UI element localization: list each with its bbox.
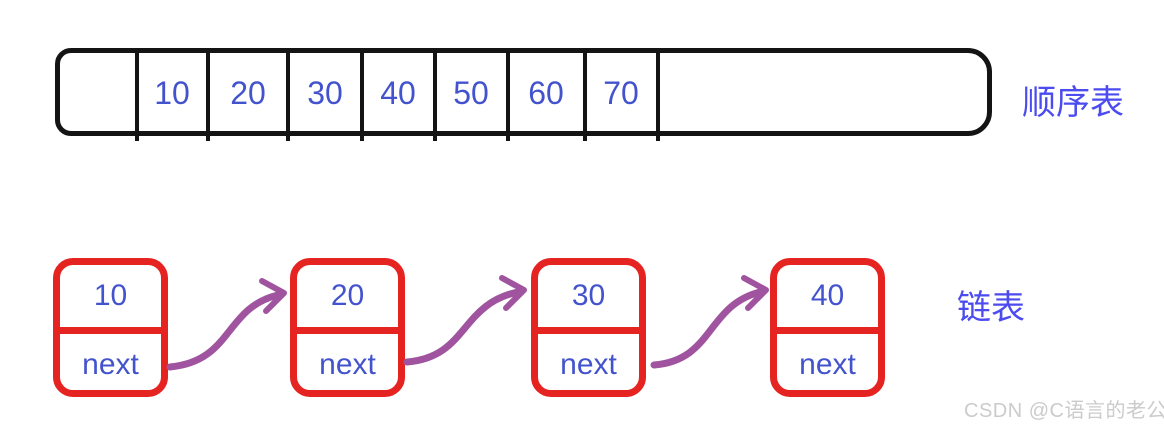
arrowhead-icon	[741, 275, 769, 311]
node-value: 20	[330, 279, 365, 312]
cell-divider	[206, 53, 210, 141]
node-value: 40	[810, 279, 845, 312]
node-divider	[538, 327, 639, 334]
node-divider	[777, 327, 878, 334]
linked-list-label: 链表	[957, 289, 1025, 327]
node-value: 10	[93, 279, 128, 312]
array-cell-value: 20	[230, 75, 266, 111]
cell-divider	[506, 53, 510, 141]
arrowhead-icon	[499, 275, 527, 311]
cell-divider	[360, 53, 364, 141]
cell-divider	[433, 53, 437, 141]
sequence-table: 10 20 30 40 50 60 70	[55, 48, 992, 141]
list-node: 30 next	[531, 258, 646, 397]
pointer-arrow-icon	[650, 288, 764, 369]
pointer-arrow-icon	[403, 288, 522, 366]
node-pointer: next	[799, 348, 856, 381]
node-pointer: next	[560, 348, 617, 381]
list-node: 20 next	[290, 258, 405, 397]
cell-divider	[286, 53, 290, 141]
list-node: 10 next	[53, 258, 168, 397]
csdn-watermark: CSDN @C语言的老公	[964, 400, 1164, 422]
array-cell-value: 50	[453, 75, 489, 111]
array-cell-value: 40	[380, 75, 416, 111]
node-pointer: next	[319, 348, 376, 381]
node-value: 30	[571, 279, 606, 312]
cell-divider	[583, 53, 587, 141]
node-divider	[297, 327, 398, 334]
arrowhead-icon	[259, 278, 287, 314]
sequence-table-label: 顺序表	[1022, 84, 1124, 122]
node-divider	[60, 327, 161, 334]
cell-divider	[656, 53, 660, 141]
pointer-arrow-icon	[166, 291, 282, 371]
array-cell-value: 30	[307, 75, 343, 111]
cell-divider	[135, 53, 139, 141]
array-cell-value: 60	[528, 75, 564, 111]
array-cell-value: 10	[154, 75, 190, 111]
list-node: 40 next	[770, 258, 885, 397]
array-cell-value: 70	[603, 75, 639, 111]
node-pointer: next	[82, 348, 139, 381]
